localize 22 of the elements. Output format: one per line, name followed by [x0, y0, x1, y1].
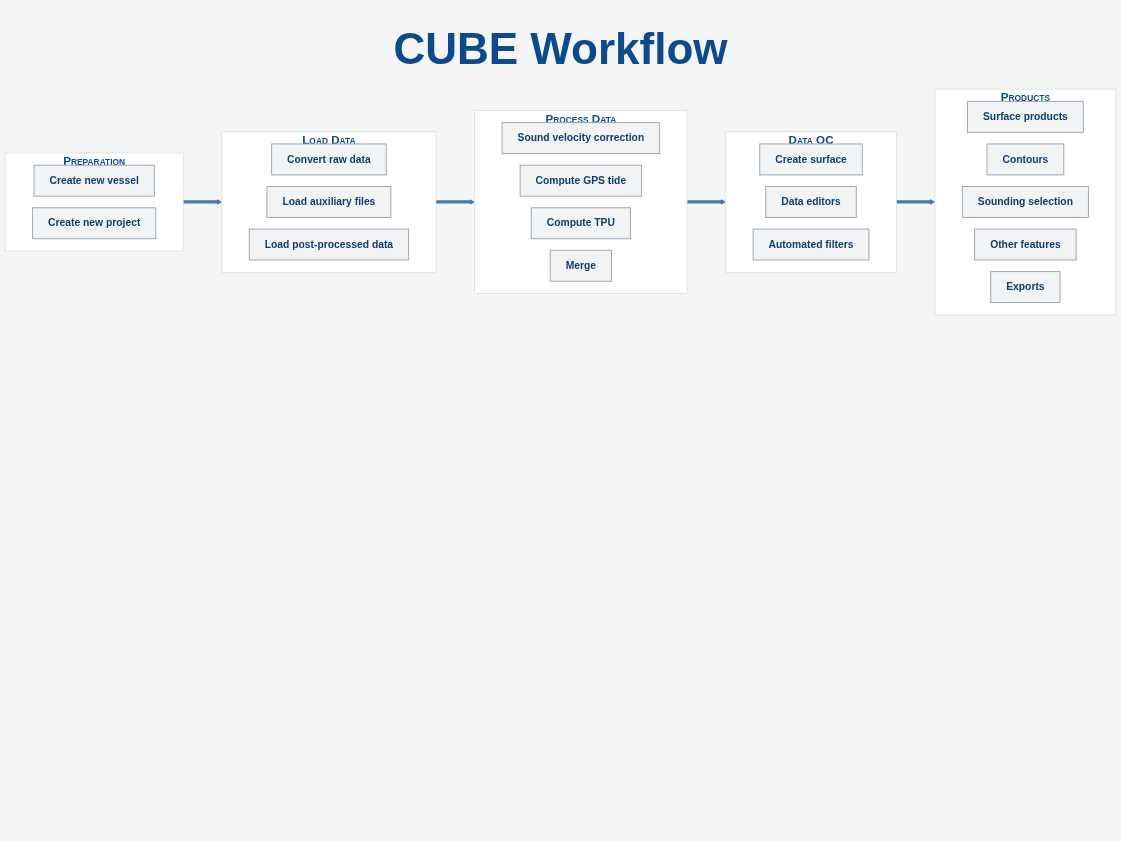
node-box: Exports	[990, 271, 1061, 303]
node-box: Create surface	[759, 143, 863, 176]
node-box: Compute TPU	[530, 207, 631, 240]
node-box: Automated filters	[752, 228, 870, 261]
node-box: Data editors	[765, 186, 857, 218]
node-box: Other features	[974, 228, 1077, 261]
node-box: Contours	[986, 143, 1065, 176]
node-box: Sound velocity correction	[501, 122, 661, 155]
node-box: Sounding selection	[961, 186, 1089, 218]
node-box: Load post-processed data	[248, 228, 410, 261]
node-box: Create new vessel	[33, 164, 155, 197]
node-box: Load auxiliary files	[266, 186, 392, 218]
arrow	[436, 199, 475, 205]
diagram-title: CUBE Workflow	[392, 24, 729, 74]
node-box: Merge	[549, 249, 612, 282]
arrow	[183, 199, 223, 205]
node-box: Convert raw data	[271, 143, 387, 176]
arrow	[687, 199, 726, 205]
node-box: Create new project	[32, 207, 157, 240]
node-box: Surface products	[967, 100, 1084, 133]
arrow	[896, 199, 936, 205]
node-box: Compute GPS tide	[519, 164, 643, 197]
